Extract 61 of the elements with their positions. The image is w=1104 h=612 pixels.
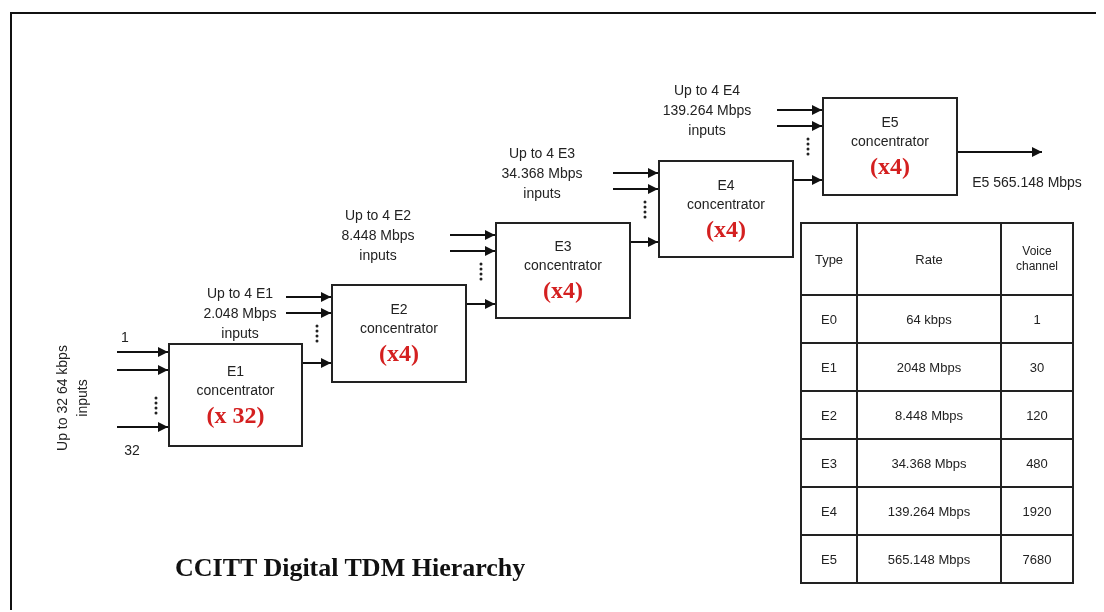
box-label: E3 concentrator <box>523 237 603 275</box>
table-cell: 139.264 Mbps <box>857 487 1001 535</box>
input-number: 32 <box>123 441 141 460</box>
table-cell: E5 <box>801 535 857 583</box>
table-cell: 1 <box>1001 295 1073 343</box>
table-cell: 7680 <box>1001 535 1073 583</box>
arrow <box>612 168 659 178</box>
concentrator-box <box>658 160 794 258</box>
table-cell: 480 <box>1001 439 1073 487</box>
arrow <box>302 358 332 368</box>
table-cell: 1920 <box>1001 487 1073 535</box>
table-cell: 30 <box>1001 343 1073 391</box>
table-cell: 64 kbps <box>857 295 1001 343</box>
concentrator-box <box>168 343 303 447</box>
multiplier-label: (x4) <box>706 215 746 243</box>
arrow <box>612 184 659 194</box>
table-cell: E0 <box>801 295 857 343</box>
input-label: Up to 4 E2 8.448 Mbps inputs <box>340 206 416 265</box>
arrow <box>793 175 823 185</box>
arrow <box>116 422 169 432</box>
arrow <box>449 230 496 240</box>
input-label: Up to 4 E3 34.368 Mbps inputs <box>500 144 584 203</box>
arrow <box>776 105 823 115</box>
box-label: E2 concentrator <box>359 300 439 338</box>
header-cell: Type <box>801 223 857 295</box>
multiplier-label: (x4) <box>379 340 419 367</box>
arrow <box>630 237 659 247</box>
concentrator-box <box>822 97 958 196</box>
input-label: Up to 4 E1 2.048 Mbps inputs <box>202 284 278 343</box>
arrow <box>466 299 496 309</box>
arrow <box>116 347 169 357</box>
concentrator-box <box>495 222 631 319</box>
table-cell: 8.448 Mbps <box>857 391 1001 439</box>
diagram-title: CCITT Digital TDM Hierarchy <box>175 553 526 583</box>
arrow <box>285 308 332 318</box>
table-cell: E3 <box>801 439 857 487</box>
box-label: E5 concentrator <box>850 113 930 151</box>
arrow <box>957 147 1043 157</box>
concentrator-box <box>331 284 467 383</box>
arrow <box>449 246 496 256</box>
table-cell: E4 <box>801 487 857 535</box>
table-cell: 120 <box>1001 391 1073 439</box>
table-cell: E2 <box>801 391 857 439</box>
header-cell: Rate <box>857 223 1001 295</box>
table-cell: 34.368 Mbps <box>857 439 1001 487</box>
multiplier-label: (x4) <box>543 277 583 304</box>
table-cell: E1 <box>801 343 857 391</box>
output-label: E5 565.148 Mbps <box>971 173 1083 192</box>
arrow <box>116 365 169 375</box>
table-cell: 565.148 Mbps <box>857 535 1001 583</box>
input-label: Up to 4 E4 139.264 Mbps inputs <box>661 81 753 140</box>
arrow <box>285 292 332 302</box>
multiplier-label: (x 32) <box>206 401 265 429</box>
header-cell: Voice channel <box>1001 223 1073 295</box>
input-number: 1 <box>120 328 130 347</box>
box-label: E1 concentrator <box>195 361 276 400</box>
table-cell: 2048 Mbps <box>857 343 1001 391</box>
input-label: Up to 32 64 kbps inputs <box>53 344 91 453</box>
multiplier-label: (x4) <box>870 153 910 180</box>
box-label: E4 concentrator <box>686 175 766 214</box>
arrow <box>776 121 823 131</box>
